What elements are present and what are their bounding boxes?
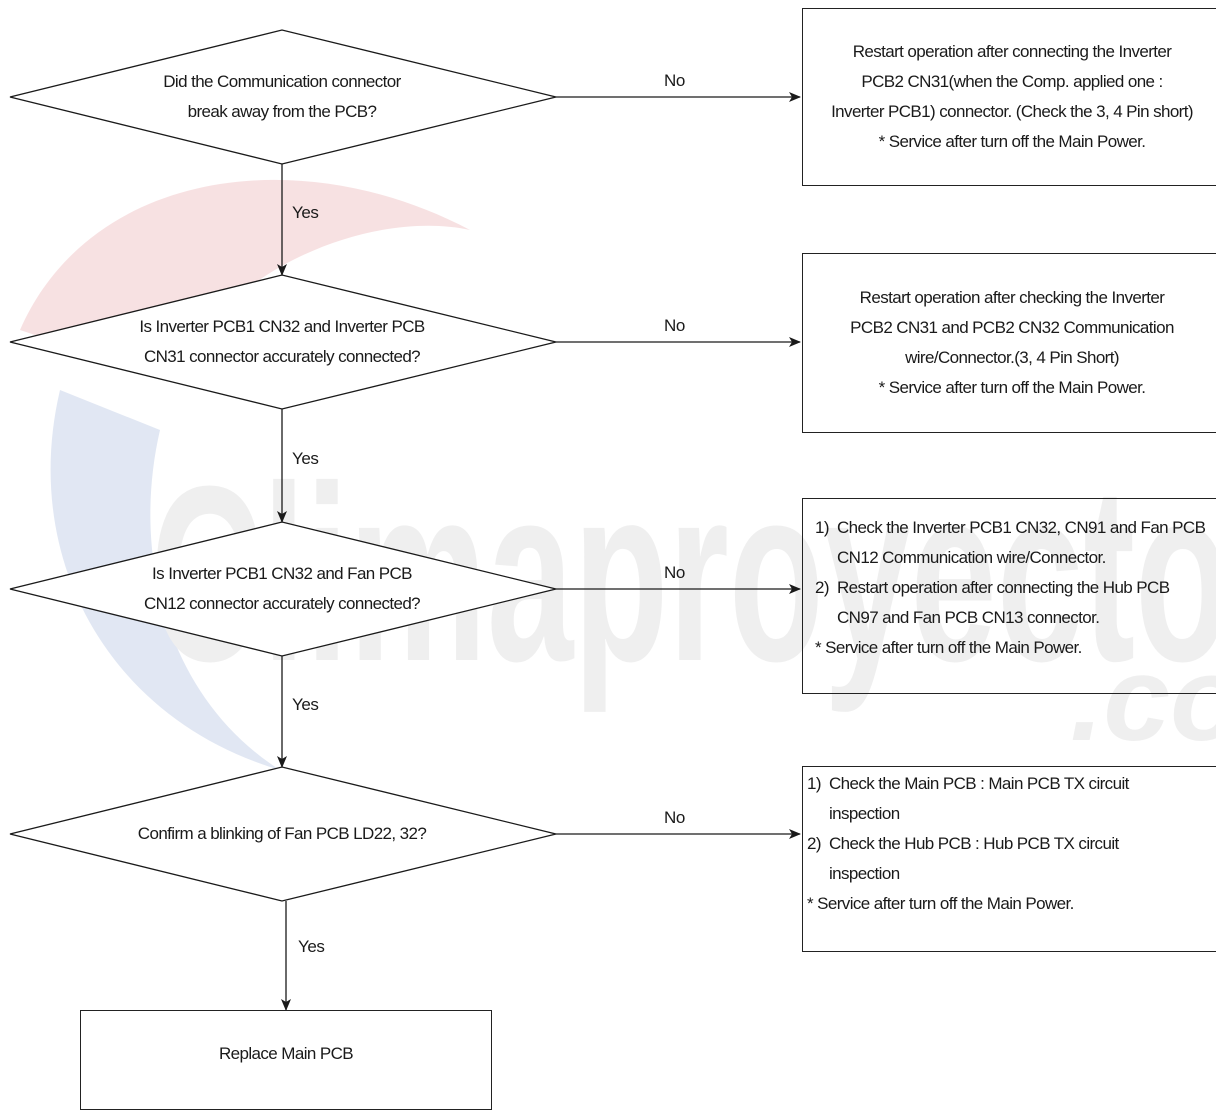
- final-box-label: Replace Main PCB: [218, 1044, 354, 1063]
- decision-3-line1: Is Inverter PCB1 CN32 and Fan PCB: [152, 564, 412, 583]
- action-box-1: Restart operation after connecting the I…: [802, 8, 1216, 186]
- action-1-line3: Inverter PCB1) connector. (Check the 3, …: [831, 102, 1193, 121]
- action-box-2: Restart operation after checking the Inv…: [802, 253, 1216, 433]
- decision-3-line2: CN12 connector accurately connected?: [143, 594, 421, 613]
- action-4-item-1-num: 1): [807, 774, 822, 793]
- action-3-item-1: 1) Check the Inverter PCB1 CN32, CN91 an…: [815, 513, 1211, 573]
- decision-2-line1: Is Inverter PCB1 CN32 and Inverter PCB: [139, 317, 425, 336]
- action-3-item-1-text: Check the Inverter PCB1 CN32, CN91 and F…: [837, 518, 1206, 567]
- action-3-item-2-num: 2): [815, 578, 830, 597]
- action-1-line1: Restart operation after connecting the I…: [852, 42, 1172, 61]
- decision-4-text: Confirm a blinking of Fan PCB LD22, 32?: [100, 818, 464, 850]
- decision-1-line1: Did the Communication connector: [163, 72, 401, 91]
- action-4-item-2: 2) Check the Hub PCB : Hub PCB TX circui…: [807, 829, 1137, 889]
- no-label-1: No: [664, 71, 685, 90]
- decision-3-text: Is Inverter PCB1 CN32 and Fan PCB CN12 c…: [100, 557, 464, 621]
- action-3-note: * Service after turn off the Main Power.: [815, 638, 1082, 657]
- action-2-line3: wire/Connector.(3, 4 Pin Short): [905, 348, 1119, 367]
- action-3-item-2-text: Restart operation after connecting the H…: [837, 578, 1170, 627]
- action-2-line4: * Service after turn off the Main Power.: [878, 378, 1146, 397]
- action-2-line2: PCB2 CN31 and PCB2 CN32 Communication: [850, 318, 1174, 337]
- action-4-item-2-text: Check the Hub PCB : Hub PCB TX circuit i…: [829, 834, 1119, 883]
- action-3-item-1-num: 1): [815, 518, 830, 537]
- yes-label-4: Yes: [298, 937, 325, 956]
- action-1-line4: * Service after turn off the Main Power.: [878, 132, 1146, 151]
- decision-1-line2: break away from the PCB?: [187, 102, 377, 121]
- decision-4-line1: Confirm a blinking of Fan PCB LD22, 32?: [137, 824, 427, 843]
- action-4-note: * Service after turn off the Main Power.: [807, 894, 1074, 913]
- action-1-line2: PCB2 CN31(when the Comp. applied one :: [861, 72, 1163, 91]
- yes-label-3: Yes: [292, 695, 319, 714]
- action-2-line1: Restart operation after checking the Inv…: [859, 288, 1165, 307]
- yes-label-2: Yes: [292, 449, 319, 468]
- action-box-3: 1) Check the Inverter PCB1 CN32, CN91 an…: [802, 498, 1216, 694]
- final-box: Replace Main PCB: [80, 1010, 492, 1110]
- action-4-item-2-num: 2): [807, 834, 822, 853]
- no-label-2: No: [664, 316, 685, 335]
- decision-1-text: Did the Communication connector break aw…: [100, 65, 464, 129]
- yes-label-1: Yes: [292, 203, 319, 222]
- action-box-4: 1) Check the Main PCB : Main PCB TX circ…: [802, 766, 1216, 952]
- no-label-3: No: [664, 563, 685, 582]
- action-4-item-1: 1) Check the Main PCB : Main PCB TX circ…: [807, 769, 1137, 829]
- no-label-4: No: [664, 808, 685, 827]
- action-3-item-2: 2) Restart operation after connecting th…: [815, 573, 1211, 633]
- decision-2-line2: CN31 connector accurately connected?: [143, 347, 421, 366]
- decision-2-text: Is Inverter PCB1 CN32 and Inverter PCB C…: [100, 310, 464, 374]
- action-4-item-1-text: Check the Main PCB : Main PCB TX circuit…: [829, 774, 1129, 823]
